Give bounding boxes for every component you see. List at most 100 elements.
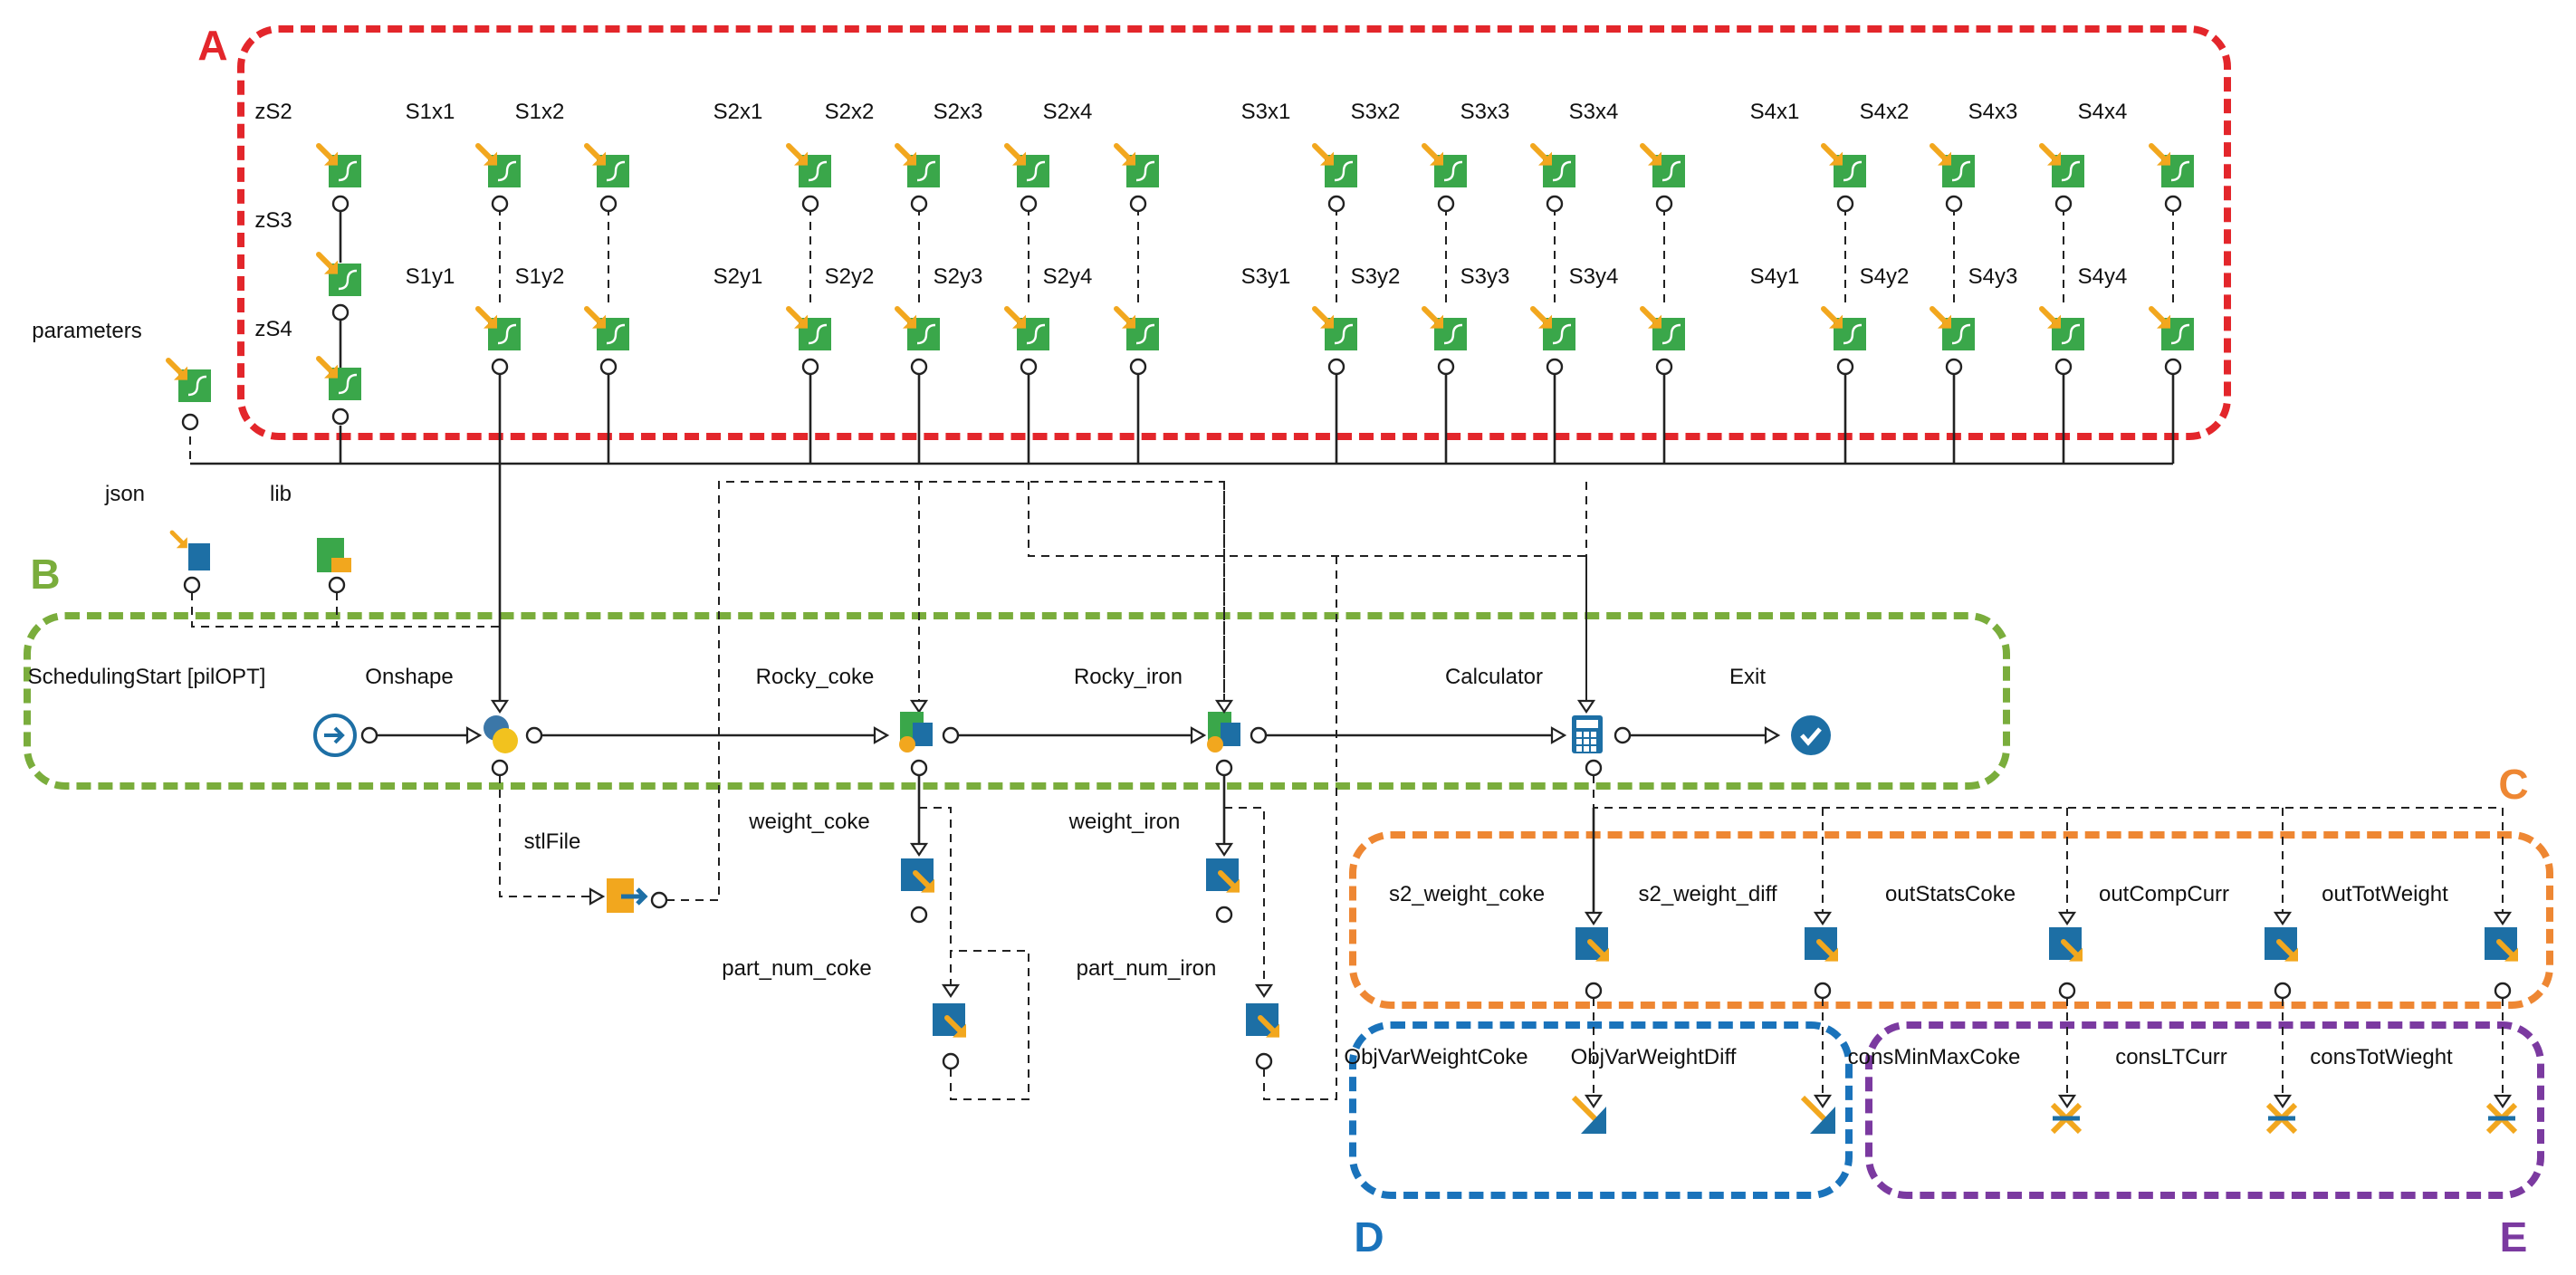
x-variable-node[interactable] xyxy=(1114,143,1159,187)
x-node-port xyxy=(1546,195,1564,213)
output-node-icon[interactable] xyxy=(2485,927,2518,962)
y-variable-node[interactable] xyxy=(1821,306,1866,350)
input-arrowhead xyxy=(1254,983,1274,998)
x-variable-node[interactable] xyxy=(1004,143,1049,187)
group-b-label: B xyxy=(30,551,61,598)
json-file-icon[interactable] xyxy=(169,530,210,570)
zs2-node[interactable] xyxy=(316,143,361,187)
input-arrowhead xyxy=(1550,726,1567,744)
y-variable-node[interactable] xyxy=(786,306,831,350)
y-variable-node[interactable] xyxy=(1930,306,1975,350)
weight-coke-icon[interactable] xyxy=(901,858,934,893)
part-num-coke-icon[interactable] xyxy=(933,1003,966,1038)
input-arrowhead xyxy=(873,726,890,744)
label-onshape: Onshape xyxy=(365,665,454,689)
label-s4x3: S4x3 xyxy=(1968,100,2018,124)
weight-iron-icon[interactable] xyxy=(1206,858,1240,893)
label-out-tot-weight: outTotWeight xyxy=(2322,882,2448,906)
onshape-stl-port xyxy=(491,759,509,777)
y-variable-node[interactable] xyxy=(1640,306,1685,350)
zs3-node[interactable] xyxy=(316,252,361,296)
x-variable-node[interactable] xyxy=(475,143,521,187)
y-variable-node[interactable] xyxy=(1312,306,1357,350)
constraint-icon[interactable] xyxy=(2050,1102,2083,1135)
stl-file-icon[interactable] xyxy=(607,878,648,913)
input-arrowhead xyxy=(1576,699,1596,714)
y-variable-node[interactable] xyxy=(1004,306,1049,350)
calculator-icon[interactable] xyxy=(1572,715,1603,753)
rocky-coke-down-port xyxy=(910,759,928,777)
input-arrowhead xyxy=(1214,699,1234,714)
zs4-node[interactable] xyxy=(316,356,361,400)
x-node-port xyxy=(331,195,350,213)
label-s4x1: S4x1 xyxy=(1749,100,1800,124)
x-variable-node[interactable] xyxy=(1530,143,1575,187)
x-variable-node[interactable] xyxy=(584,143,629,187)
input-arrowhead xyxy=(465,726,483,744)
label-json: json xyxy=(104,482,146,506)
group-c-label: C xyxy=(2498,761,2529,808)
label-s4y4: S4y4 xyxy=(2077,264,2128,289)
parameters-node[interactable] xyxy=(166,358,211,402)
constraint-icon[interactable] xyxy=(2485,1102,2518,1135)
output-node-icon[interactable] xyxy=(1805,927,1838,962)
x-variable-node[interactable] xyxy=(2149,143,2194,187)
label-rocky-iron: Rocky_iron xyxy=(1073,665,1183,689)
objective-icon[interactable] xyxy=(1800,1095,1835,1134)
x-node-port xyxy=(1020,195,1038,213)
x-variable-node[interactable] xyxy=(1930,143,1975,187)
y-node-port xyxy=(491,358,509,376)
group-d-label: D xyxy=(1354,1213,1384,1261)
y-variable-node[interactable] xyxy=(475,306,521,350)
label-lib: lib xyxy=(269,482,292,506)
y-variable-node[interactable] xyxy=(2039,306,2084,350)
coke-loop-link xyxy=(950,950,1029,1100)
output-node-icon[interactable] xyxy=(1575,927,1609,962)
x-variable-node[interactable] xyxy=(786,143,831,187)
output-node-icon[interactable] xyxy=(2049,927,2083,962)
input-arrowhead xyxy=(1190,726,1207,744)
label-zs3: zS3 xyxy=(254,208,292,233)
y-variable-node[interactable] xyxy=(1422,306,1467,350)
label-s2y1: S2y1 xyxy=(713,264,763,289)
y-variable-node[interactable] xyxy=(2149,306,2194,350)
exit-check-icon[interactable] xyxy=(1791,715,1831,755)
constraint-icon[interactable] xyxy=(2265,1102,2298,1135)
output-node-icon[interactable] xyxy=(2265,927,2298,962)
y-variable-node[interactable] xyxy=(895,306,940,350)
port-circle xyxy=(1255,1052,1273,1070)
part-num-iron-icon[interactable] xyxy=(1246,1003,1279,1038)
y-node-port xyxy=(1546,358,1564,376)
label-s2y3: S2y3 xyxy=(933,264,983,289)
y-variable-node[interactable] xyxy=(1114,306,1159,350)
x-variable-node[interactable] xyxy=(895,143,940,187)
rocky-coke-icon[interactable] xyxy=(899,712,933,753)
label-zs4: zS4 xyxy=(254,317,292,341)
y-variable-node[interactable] xyxy=(1530,306,1575,350)
label-weight-coke: weight_coke xyxy=(749,810,870,834)
input-arrowhead xyxy=(2273,911,2293,925)
group-d-frame xyxy=(1349,1021,1853,1199)
label-s3x3: S3x3 xyxy=(1460,100,1510,124)
label-calculator: Calculator xyxy=(1444,665,1544,689)
python-icon[interactable] xyxy=(484,715,518,753)
label-weight-iron: weight_iron xyxy=(1068,810,1181,834)
label-s4x2: S4x2 xyxy=(1859,100,1910,124)
rocky-iron-down-port xyxy=(1215,759,1233,777)
lib-file-icon[interactable] xyxy=(317,538,351,572)
x-variable-node[interactable] xyxy=(1640,143,1685,187)
label-s2-weight-diff: s2_weight_diff xyxy=(1638,882,1777,906)
x-variable-node[interactable] xyxy=(2039,143,2084,187)
rocky-iron-icon[interactable] xyxy=(1207,712,1240,753)
group-b-frame xyxy=(24,612,2010,790)
y-variable-node[interactable] xyxy=(584,306,629,350)
rocky-coke-out-port xyxy=(942,726,960,744)
x-variable-node[interactable] xyxy=(1312,143,1357,187)
x-variable-node[interactable] xyxy=(1422,143,1467,187)
y-node-port xyxy=(2054,358,2073,376)
scheduling-start-icon[interactable] xyxy=(313,714,357,757)
objective-icon[interactable] xyxy=(1571,1095,1606,1134)
label-s4y1: S4y1 xyxy=(1749,264,1800,289)
x-variable-node[interactable] xyxy=(1821,143,1866,187)
